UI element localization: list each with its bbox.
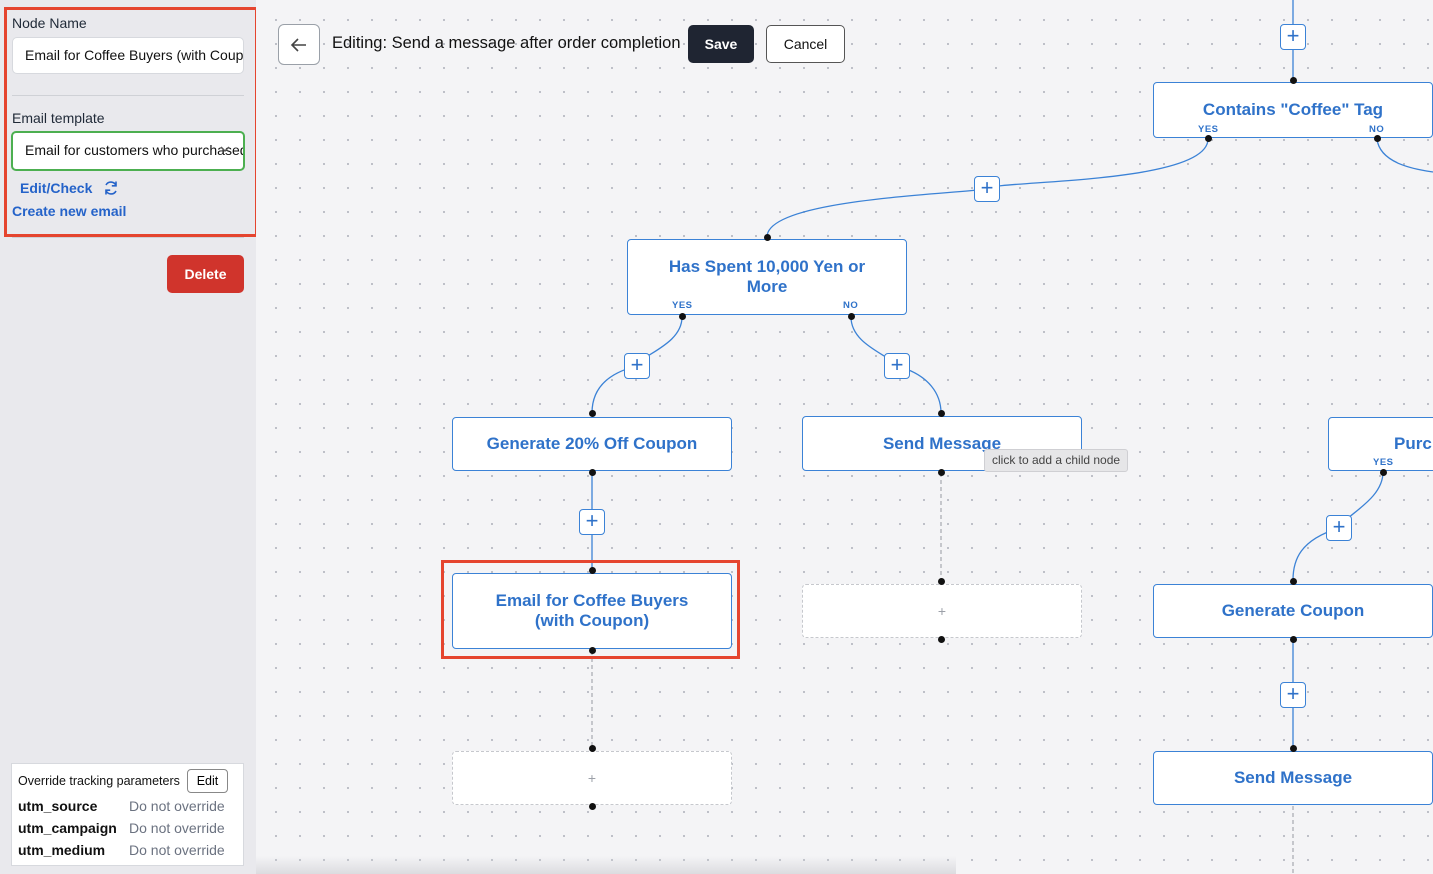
- branch-yes-label: YES: [672, 300, 693, 311]
- connector-handle[interactable]: [1205, 135, 1212, 142]
- param-value: Do not override: [129, 820, 225, 836]
- connector-handle[interactable]: [938, 469, 945, 476]
- add-icon: +: [587, 770, 597, 786]
- node-label: Generate Coupon: [1221, 601, 1365, 620]
- add-node-button[interactable]: +: [579, 509, 605, 535]
- node-label: Send Message: [1233, 768, 1353, 787]
- email-template-label: Email template: [12, 110, 105, 126]
- node-purchase-partial[interactable]: Purc: [1328, 417, 1433, 471]
- connector-handle[interactable]: [848, 313, 855, 320]
- connector-handle[interactable]: [589, 745, 596, 752]
- node-label: Contains "Coffee" Tag: [1202, 100, 1384, 119]
- node-label: Generate 20% Off Coupon: [486, 434, 698, 453]
- connector-handle[interactable]: [1290, 636, 1297, 643]
- node-email-coffee-buyers[interactable]: Email for Coffee Buyers (with Coupon): [452, 573, 732, 649]
- branch-no-label: NO: [1369, 124, 1385, 135]
- node-label: Send Message: [882, 433, 1002, 453]
- save-button[interactable]: Save: [688, 25, 754, 63]
- param-key: utm_campaign: [18, 820, 117, 836]
- cancel-button[interactable]: Cancel: [766, 25, 845, 63]
- section-divider: [12, 95, 244, 96]
- add-child-tooltip: click to add a child node: [984, 449, 1129, 472]
- tracking-edit-button[interactable]: Edit: [187, 769, 228, 793]
- arrow-left-icon: [290, 38, 306, 52]
- connector-handle[interactable]: [1380, 469, 1387, 476]
- connector-handle[interactable]: [1290, 578, 1297, 585]
- tracking-title: Override tracking parameters: [18, 774, 180, 788]
- node-generate-coupon[interactable]: Generate Coupon: [1153, 584, 1433, 638]
- param-value: Do not override: [129, 798, 225, 814]
- connector-handle[interactable]: [764, 234, 771, 241]
- node-settings-sidebar: Node Name Email for Coffee Buyers (with …: [0, 0, 258, 874]
- connector-handle[interactable]: [589, 469, 596, 476]
- refresh-icon[interactable]: [102, 179, 120, 197]
- email-template-selected: Email for customers who purchased coffee: [25, 142, 245, 158]
- node-name-input[interactable]: Email for Coffee Buyers (with Coupon): [12, 37, 244, 74]
- node-label: Has Spent 10,000 Yen or More: [668, 257, 866, 296]
- node-label: Email for Coffee Buyers (with Coupon): [495, 591, 689, 630]
- node-contains-coffee-tag[interactable]: Contains "Coffee" Tag: [1153, 82, 1433, 138]
- branch-no-label: NO: [843, 300, 859, 311]
- add-node-button[interactable]: +: [1280, 24, 1306, 50]
- connector-handle[interactable]: [589, 647, 596, 654]
- connector-handle[interactable]: [679, 313, 686, 320]
- add-node-button[interactable]: +: [884, 353, 910, 379]
- add-node-button[interactable]: +: [974, 176, 1000, 202]
- back-button[interactable]: [278, 24, 320, 65]
- tracking-parameters-panel: Override tracking parameters Edit utm_so…: [11, 763, 244, 866]
- add-node-button[interactable]: +: [1326, 515, 1352, 541]
- add-icon: +: [937, 603, 947, 619]
- empty-node-placeholder[interactable]: +: [802, 584, 1082, 638]
- connector-handle[interactable]: [938, 578, 945, 585]
- param-value: Do not override: [129, 842, 225, 858]
- add-node-button[interactable]: +: [1280, 682, 1306, 708]
- param-key: utm_medium: [18, 842, 106, 858]
- add-node-button[interactable]: +: [624, 353, 650, 379]
- branch-yes-label: YES: [1198, 124, 1219, 135]
- connector-handle[interactable]: [1290, 77, 1297, 84]
- empty-node-placeholder[interactable]: +: [452, 751, 732, 805]
- connector-handle[interactable]: [1290, 745, 1297, 752]
- node-generate-20-off-coupon[interactable]: Generate 20% Off Coupon: [452, 417, 732, 471]
- branch-yes-label: YES: [1373, 457, 1394, 468]
- node-send-message[interactable]: Send Message: [1153, 751, 1433, 805]
- chevron-down-icon: [220, 146, 230, 152]
- delete-button[interactable]: Delete: [167, 255, 244, 293]
- node-label: Purc: [1394, 434, 1432, 453]
- node-has-spent[interactable]: Has Spent 10,000 Yen or More: [627, 239, 907, 315]
- create-new-email-link[interactable]: Create new email: [12, 203, 127, 219]
- section-divider: [12, 237, 244, 238]
- param-key: utm_source: [18, 798, 98, 814]
- connector-handle[interactable]: [938, 410, 945, 417]
- connector-handle[interactable]: [589, 803, 596, 810]
- connector-handle[interactable]: [589, 567, 596, 574]
- edit-check-link[interactable]: Edit/Check: [20, 180, 93, 196]
- connector-handle[interactable]: [1374, 135, 1381, 142]
- email-template-select[interactable]: Email for customers who purchased coffee: [11, 131, 245, 171]
- connector-handle[interactable]: [938, 636, 945, 643]
- connector-handle[interactable]: [589, 410, 596, 417]
- page-title: Editing: Send a message after order comp…: [332, 34, 681, 52]
- node-name-label: Node Name: [12, 15, 87, 31]
